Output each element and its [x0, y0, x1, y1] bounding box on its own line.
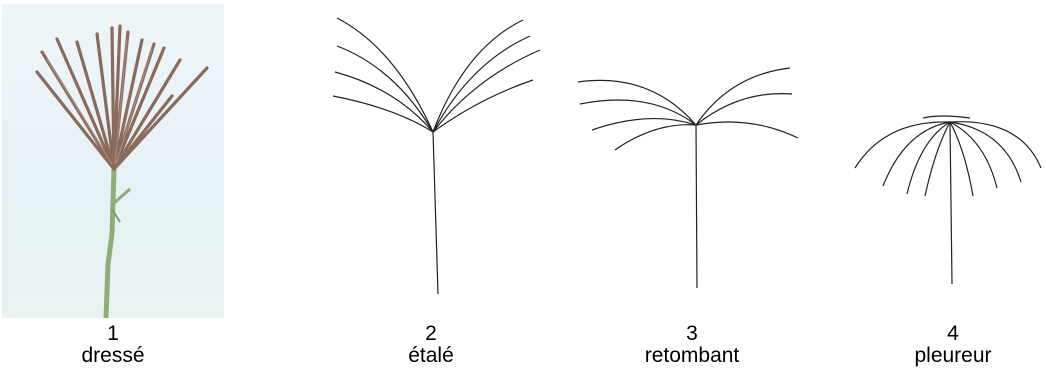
drawing-spreading	[325, 8, 555, 308]
caption-figure-2: 2 étalé	[331, 323, 531, 367]
spreading-inflorescence-drawing	[325, 8, 555, 308]
erect-inflorescence-illustration	[2, 4, 224, 318]
figure-number: 4	[853, 323, 1046, 345]
drooping-inflorescence-drawing	[570, 60, 810, 300]
weeping-inflorescence-drawing	[845, 110, 1046, 300]
caption-figure-3: 3 retombant	[592, 323, 792, 367]
caption-figure-4: 4 pleureur	[853, 323, 1046, 367]
photo-erect-inflorescence	[2, 4, 224, 318]
figure-number: 3	[592, 323, 792, 345]
drawing-weeping	[845, 110, 1046, 300]
figure-label: étalé	[331, 345, 531, 367]
figure-label: pleureur	[853, 345, 1046, 367]
caption-figure-1: 1 dressé	[13, 323, 213, 367]
figure-label: retombant	[592, 345, 792, 367]
drawing-drooping	[570, 60, 810, 300]
figure-number: 2	[331, 323, 531, 345]
figure-number: 1	[13, 323, 213, 345]
figure-label: dressé	[13, 345, 213, 367]
